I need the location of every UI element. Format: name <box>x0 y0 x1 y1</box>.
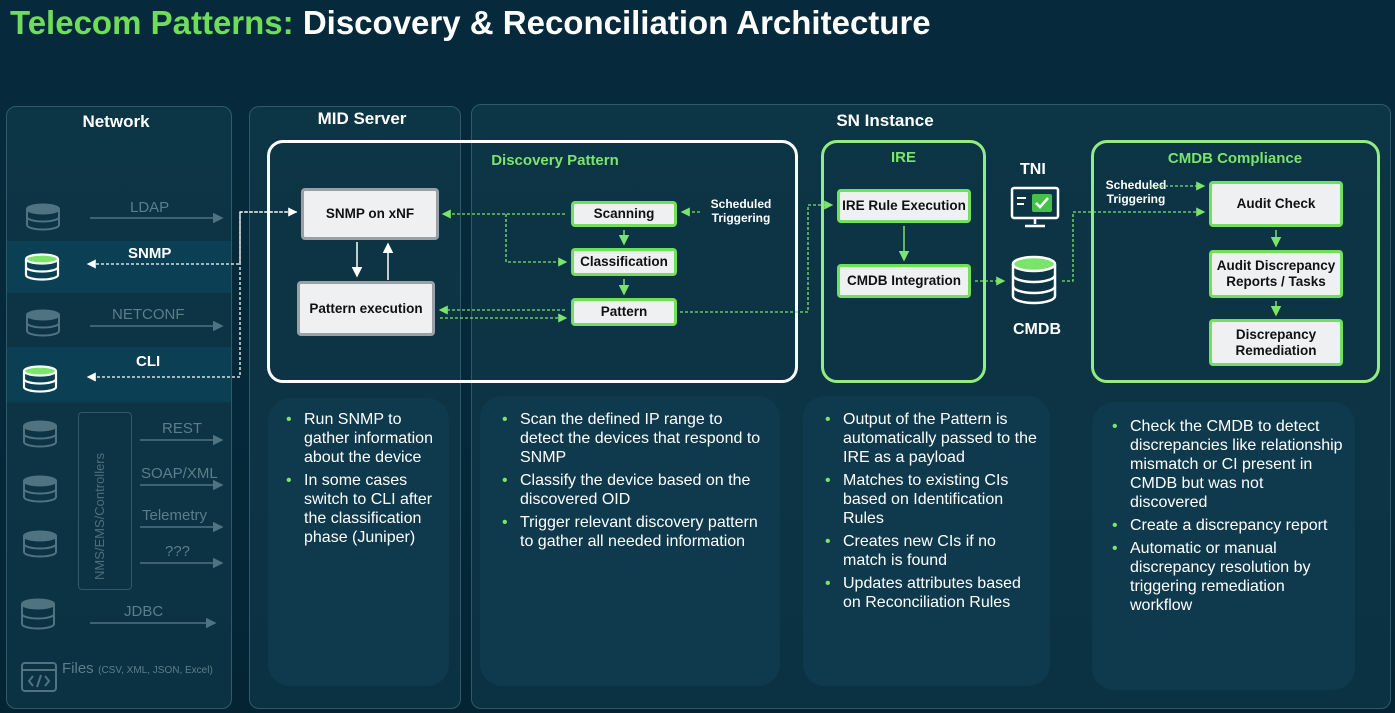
rest-database-icon <box>23 420 57 448</box>
jdbc-database-icon <box>21 598 55 630</box>
classification-node: Classification <box>571 248 677 276</box>
netconf-label: NETCONF <box>112 306 185 323</box>
controllers-box <box>78 412 132 590</box>
desc-item: In some cases switch to CLI after the cl… <box>286 471 439 547</box>
netconf-database-icon <box>26 309 60 337</box>
ire-box <box>821 140 986 383</box>
ldap-label: LDAP <box>130 199 170 216</box>
soap-label: SOAP/XML <box>141 465 218 482</box>
compliance-scheduled-label: Scheduled Triggering <box>1105 178 1167 206</box>
cmdb-database-icon <box>1011 255 1057 305</box>
discovery-pattern-title: Discovery Pattern <box>491 152 619 169</box>
ire-description-panel: Output of the Pattern is automatically p… <box>803 396 1050 686</box>
snmp-database-icon <box>24 253 60 281</box>
desc-item: Automatic or manual discrepancy resoluti… <box>1112 539 1345 615</box>
desc-item: Matches to existing CIs based on Identif… <box>825 471 1040 528</box>
compliance-description-panel: Check the CMDB to detect discrepancies l… <box>1092 402 1355 690</box>
desc-item: Creates new CIs if no match is found <box>825 532 1040 570</box>
desc-item: Trigger relevant discovery pattern to ga… <box>502 513 764 551</box>
snmp-band <box>7 241 231 293</box>
unknown-label: ??? <box>165 543 191 560</box>
desc-item: Create a discrepancy report <box>1112 516 1345 535</box>
mid-server-heading: MID Server <box>317 109 407 128</box>
desc-item: Output of the Pattern is automatically p… <box>825 410 1040 467</box>
discrepancy-remediation-node: Discrepancy Remediation <box>1209 319 1343 366</box>
cmdb-integration-node: CMDB Integration <box>837 264 971 298</box>
pattern-execution-node: Pattern execution <box>297 281 435 336</box>
discovery-scheduled-label: Scheduled Triggering <box>710 197 772 225</box>
ire-rule-execution-node: IRE Rule Execution <box>837 189 971 223</box>
discovery-description-panel: Scan the defined IP range to detect the … <box>480 396 780 686</box>
tni-label: TNI <box>1020 161 1046 178</box>
cmdb-compliance-box <box>1091 140 1380 383</box>
page-title: Telecom Patterns: Discovery & Reconcilia… <box>10 4 931 42</box>
audit-check-node: Audit Check <box>1209 181 1343 227</box>
snmp-label: SNMP <box>128 245 172 262</box>
files-types-label: (CSV, XML, JSON, Excel) <box>98 665 213 676</box>
scanning-node: Scanning <box>571 201 677 227</box>
audit-discrepancy-node: Audit Discrepancy Reports / Tasks <box>1209 250 1343 298</box>
cmdb-compliance-title: CMDB Compliance <box>1167 150 1303 167</box>
telemetry-database-icon <box>23 530 57 558</box>
files-code-icon <box>21 662 57 692</box>
pattern-node: Pattern <box>571 298 677 326</box>
telemetry-label: Telemetry <box>142 507 208 524</box>
desc-item: Scan the defined IP range to detect the … <box>502 410 764 467</box>
title-main: Discovery & Reconciliation Architecture <box>302 4 931 41</box>
soap-database-icon <box>23 475 57 503</box>
cli-label: CLI <box>136 353 161 370</box>
cli-database-icon <box>22 365 58 393</box>
ire-title: IRE <box>890 149 916 166</box>
desc-item: Updates attributes based on Reconciliati… <box>825 574 1040 612</box>
mid-server-box <box>267 140 798 383</box>
sn-instance-heading: SN Instance <box>836 111 934 130</box>
cmdb-label: CMDB <box>1013 321 1061 338</box>
files-label: Files <box>62 660 94 677</box>
mid-description-panel: Run SNMP to gather information about the… <box>268 398 449 686</box>
ldap-database-icon <box>26 203 60 231</box>
snmp-on-xnf-node: SNMP on xNF <box>301 188 439 240</box>
files-row: Files (CSV, XML, JSON, Excel) <box>62 660 213 678</box>
network-heading: Network <box>82 112 150 131</box>
title-accent: Telecom Patterns: <box>10 4 294 41</box>
jdbc-label: JDBC <box>124 603 164 620</box>
rest-label: REST <box>162 420 203 437</box>
desc-item: Check the CMDB to detect discrepancies l… <box>1112 417 1345 512</box>
tni-monitor-icon <box>1010 186 1060 228</box>
desc-item: Classify the device based on the discove… <box>502 471 764 509</box>
desc-item: Run SNMP to gather information about the… <box>286 410 439 467</box>
